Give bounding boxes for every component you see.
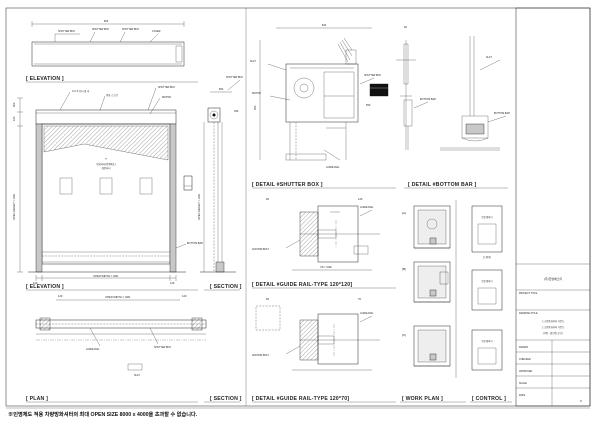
detail-guide-rail-120: 60 120 VS = VAR. GUIDE RAIL ANCHOR BOLT …	[252, 197, 396, 289]
wp-b: [B]	[402, 267, 406, 271]
svg-text:BOTTOM BAR: BOTTOM BAR	[187, 242, 203, 245]
detail-bottom-bar: 60 BOTTOM BAR SLAT BOTTOM BAR [ DETAIL #…	[369, 25, 510, 189]
elevation-top-view: 900 SHUTTER BOX SHUTTER BOX SHUTTER BOX …	[26, 19, 198, 83]
dim-gr-60b: 60	[266, 297, 269, 301]
elev-hatch	[43, 125, 169, 161]
dim-sb-640: 640	[322, 23, 327, 27]
svg-text:SHUTTER BOX: SHUTTER BOX	[92, 28, 109, 31]
svg-text:SHUTTER BOX: SHUTTER BOX	[154, 346, 171, 349]
svg-text:COVER: COVER	[152, 30, 161, 33]
svg-text:SHUTTER BOX: SHUTTER BOX	[122, 28, 139, 31]
svg-text:GUIDE RAIL: GUIDE RAIL	[326, 166, 340, 169]
tb-drawing-sub: (A형 - 강판형 공구)	[543, 331, 562, 335]
sheet-border	[5, 7, 591, 407]
dim-elev-open-h: OPEN HEIGHT = VAR.	[12, 193, 16, 220]
title-block: (주)한영에스티 PROJECT TITLE DRAWING TITLE 스크린…	[515, 7, 591, 407]
label-elevation-2: [ ELEVATION ]	[26, 284, 64, 290]
dim-sec-500: 500	[219, 87, 224, 91]
svg-text:SLAT: SLAT	[134, 374, 140, 377]
svg-text:BOTTOM BAR: BOTTOM BAR	[494, 112, 510, 115]
bottom-note: ※인명체도 적용 차량방화셔터의 최대 OPEN SIZE 8000 x 400…	[8, 412, 198, 418]
elev-center-1: ?	[105, 157, 107, 161]
svg-text:BOTTOM BAR: BOTTOM BAR	[420, 98, 436, 101]
elev-center-2: 방화셔터(인명체도)	[96, 162, 115, 166]
label-plan: [ PLAN ]	[26, 396, 48, 402]
dim-plan-120a: 120	[58, 294, 63, 298]
label-detail-guide-70: [ DETAIL #GUIDE RAIL-TYPE 120*70]	[252, 396, 349, 402]
dim-sec-450: 450	[234, 109, 239, 113]
svg-text:SHUTTER BOX: SHUTTER BOX	[364, 74, 381, 77]
svg-text:방화 스크린: 방화 스크린	[106, 93, 118, 97]
svg-text:SHUTTER BOX: SHUTTER BOX	[226, 76, 243, 79]
svg-text:SLAT: SLAT	[486, 56, 492, 59]
dim-gr-var: VS = VAR.	[320, 265, 333, 269]
label-elevation-1: [ ELEVATION ]	[26, 76, 64, 82]
detail-guide-rail-70: 60 70 GUIDE RAIL ANCHOR BOLT [ DETAIL #G…	[252, 297, 396, 403]
svg-text:SHUTTER BOX: SHUTTER BOX	[58, 30, 75, 33]
dim-elev-open-w: OPEN WIDTH = VAR.	[93, 274, 119, 278]
svg-text:GUIDE RAIL: GUIDE RAIL	[360, 206, 374, 209]
svg-text:ANCHOR BOLT: ANCHOR BOLT	[252, 354, 270, 357]
dim-gr-70: 70	[358, 297, 361, 301]
dim-gr-60a: 60	[266, 197, 269, 201]
tb-row-4: DATE	[519, 394, 526, 397]
dim-plan-open-w: OPEN WIDTH = VAR.	[105, 295, 131, 299]
label-section-2: [ SECTION ]	[210, 396, 242, 402]
detail-shutter-box: 640 500 550 SLAT MOTOR SHUTTER BOX GUIDE…	[250, 23, 396, 189]
tb-row-2: APPROVED	[519, 370, 533, 373]
tb-row-1: CHECKED	[519, 358, 531, 361]
tb-row-0: DRAWN	[519, 346, 528, 349]
elev-center-3: 경량셔터	[102, 166, 111, 170]
dim-sec-open-h: OPEN HEIGHT = VAR.	[197, 193, 201, 220]
elevation-main-view: 400 100 OPEN HEIGHT = VAR. ? 방화셔터(인명체도) …	[12, 86, 203, 291]
tb-row-3: SCALE	[519, 382, 527, 385]
svg-text:C.C.S 모터 및 축: C.C.S 모터 및 축	[72, 89, 90, 93]
dim-bb-60: 60	[404, 25, 407, 29]
dim-elev-h1: 400	[12, 102, 16, 107]
label-section: [ SECTION ]	[210, 284, 242, 290]
dim-top-width: 900	[104, 19, 109, 23]
svg-text:(스위치): (스위치)	[483, 255, 491, 259]
wp-c: [C]	[402, 333, 406, 337]
svg-text:MOTOR: MOTOR	[162, 96, 171, 99]
tb-page-no: 0	[580, 399, 582, 403]
dim-plan-120b: 120	[182, 294, 187, 298]
dim-sb-500: 500	[253, 105, 257, 110]
tb-company: (주)한영에스티	[544, 276, 563, 281]
svg-text:GUIDE RAIL: GUIDE RAIL	[86, 348, 100, 351]
dim-gr-120: 120	[358, 197, 363, 201]
tb-drawing-label: DRAWING TITLE	[519, 312, 538, 315]
tb-drawing-title-1: 스크린방화셔터 기본도	[542, 319, 565, 323]
svg-text:SHUTTER BOX: SHUTTER BOX	[158, 86, 175, 89]
control-panel-2: 연동제어기	[482, 279, 493, 283]
dim-elev-120b: 120	[170, 281, 175, 285]
svg-text:ANCHOR BOLT: ANCHOR BOLT	[252, 248, 270, 251]
plan-view: OPEN WIDTH = VAR. 120 120 GUIDE RAIL SHU…	[26, 294, 242, 403]
svg-text:MOTOR: MOTOR	[252, 92, 261, 95]
work-plan: [A] [B] [C] [ WORK PLAN ]	[400, 200, 466, 403]
control-panels: 연동제어기 (스위치) 연동제어기 연동제어기 [ CONTROL ]	[470, 205, 512, 403]
label-detail-shutter-box: [ DETAIL #SHUTTER BOX ]	[252, 182, 323, 188]
control-panel-1: 연동제어기	[482, 215, 493, 219]
svg-text:GUIDE RAIL: GUIDE RAIL	[360, 312, 374, 315]
wp-a: [A]	[402, 211, 406, 215]
svg-text:SLAT: SLAT	[250, 60, 256, 63]
label-work-plan: [ WORK PLAN ]	[402, 396, 443, 402]
section-view: 500 OPEN HEIGHT = VAR. 450 SHUTTER BOX […	[197, 76, 243, 291]
label-detail-bottom-bar: [ DETAIL #BOTTOM BAR ]	[408, 182, 476, 188]
tb-drawing-title-2: 스크린방화셔터 기본도	[542, 325, 565, 329]
label-control: [ CONTROL ]	[472, 396, 506, 402]
control-panel-3: 연동제어기	[482, 339, 493, 343]
dim-sb-550: 550	[366, 103, 371, 107]
tb-project-label: PROJECT TITLE	[519, 292, 538, 295]
label-detail-guide-120: [ DETAIL #GUIDE RAIL-TYPE 120*120]	[252, 282, 352, 288]
dim-elev-120a: 120	[33, 281, 38, 285]
dim-elev-h2: 100	[12, 116, 16, 121]
